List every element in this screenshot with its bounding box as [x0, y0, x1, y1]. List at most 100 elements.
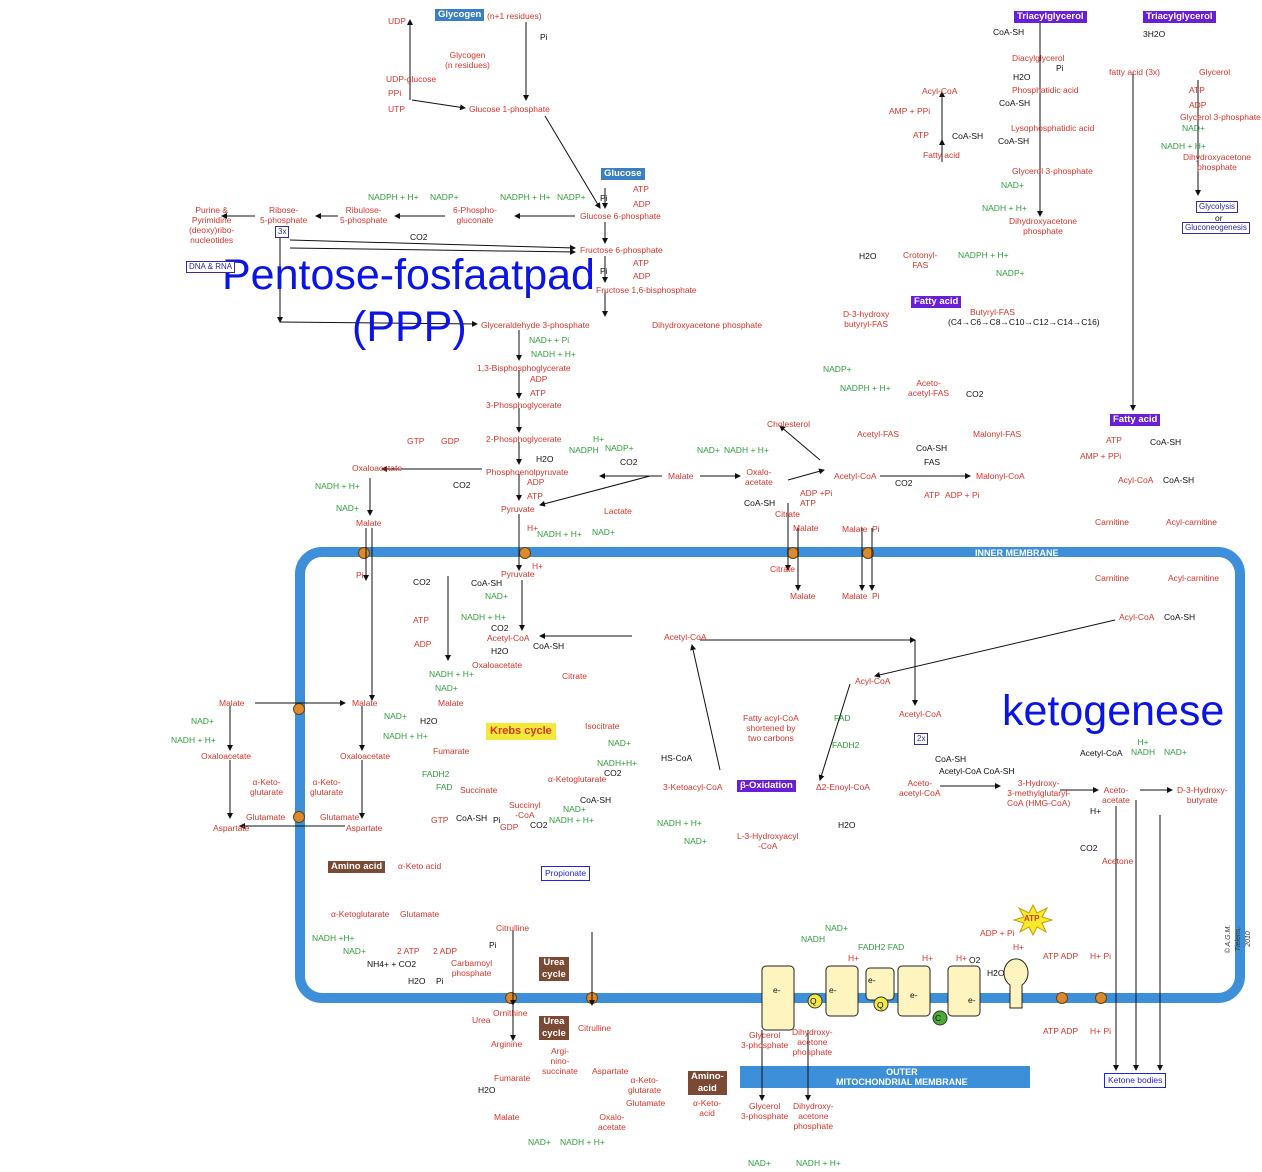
lipolysis-adp-label: ADP — [1189, 100, 1207, 110]
beta-ox-box-box: β-Oxidation — [737, 780, 796, 792]
urea-pi2-label: Pi — [489, 940, 497, 950]
ppp-purine-label: Purine & Pyrimidine (deoxy)ribo- nucleot… — [189, 205, 235, 245]
glycolysis-pg3-label: 3-Phosphoglycerate — [486, 400, 562, 410]
beta-ox-ketoacyl-label: 3-Ketoacyl-CoA — [663, 782, 723, 792]
lipolysis-glycolysis-box: Glycolysis — [1196, 201, 1239, 213]
cytosol-coash-label: CoA-SH — [744, 498, 776, 508]
lipolysis-or-label: or — [1215, 213, 1223, 223]
ketone-nad-label: NAD+ — [1164, 747, 1187, 757]
lipolysis-nadh-label: NADH + H+ — [1161, 141, 1206, 151]
shuttle-asp-l-label: Aspartate — [213, 823, 250, 833]
carnitine-acyl-coa-label: Acyl-CoA — [1118, 475, 1154, 485]
krebs-nadh-label: NADH + H+ — [461, 612, 506, 622]
urea-nadh-label: NADH +H+ — [312, 933, 355, 943]
tag-dhap-label: Dihydroxyacetone phosphate — [1009, 216, 1078, 236]
glycogen-ppi-label: PPi — [388, 88, 402, 98]
fas-nadph-label: NADPH + H+ — [958, 250, 1009, 260]
ppp-dna-box: DNA & RNA — [186, 261, 236, 273]
urea-malate-label: Malate — [494, 1112, 520, 1122]
reaction-arrow — [544, 115, 601, 209]
cytosol-malate-label: Malate — [668, 471, 694, 481]
etc-e5-label: e- — [968, 995, 976, 1005]
tag-pa-label: Phosphatidic acid — [1012, 85, 1079, 95]
urea-cycle-box1-box: Urea cycle — [539, 957, 569, 981]
glycolysis-bpg-label: 1,3-Bisphosphoglycerate — [477, 363, 571, 373]
urea-cycle-box2-box: Urea cycle — [539, 1016, 569, 1040]
ppp-pi1-label: Pi — [600, 193, 608, 203]
urea-nad-label: NAD+ — [343, 946, 366, 956]
tag-pi-label: Pi — [1056, 63, 1064, 73]
lipolysis-gluconeogenesis-box: Gluconeogenesis — [1182, 222, 1250, 234]
krebs-coash4-label: CoA-SH — [456, 813, 488, 823]
beta-ox-hydroxyacyl-label: L-3-Hydroxyacyl -CoA — [737, 831, 799, 851]
beta-ox-fad-label: FAD — [834, 713, 851, 723]
shuttle-oaa-r-label: Oxaloacetate — [340, 751, 391, 761]
reaction-arrow — [411, 99, 466, 111]
krebs-acetyl-coa-label: Acetyl-CoA — [487, 633, 530, 643]
glycogen-utp-label: UTP — [388, 104, 405, 114]
fas-nadph2-label: NADPH + H+ — [840, 383, 891, 393]
krebs-box-box: Krebs cycle — [486, 723, 556, 740]
ketone-hydroxybutyrate-label: D-3-Hydroxy- butyrate — [1177, 785, 1228, 805]
overlay-keto-title-label: ketogenese — [1002, 687, 1225, 735]
transporter — [505, 992, 517, 1004]
cytosol-oaa-label: Oxalo- acetate — [745, 467, 773, 487]
etc-h2o-label: H2O — [987, 968, 1005, 978]
tag-dag-label: Diacylglycerol — [1012, 53, 1065, 63]
etc-atp-adp-bot-label: ATP ADP — [1043, 1026, 1079, 1036]
etc-g3p2-label: Glycerol 3-phosphate — [741, 1101, 789, 1121]
carnitine-fa-box-box: Fatty acid — [1110, 414, 1161, 426]
ppp-f6p-label: Fructose 6-phosphate — [580, 245, 663, 255]
cytosol-citrate-label: Citrate — [775, 509, 801, 519]
ppp-nadp2-label: NADP+ — [430, 192, 459, 202]
fas-h2o-label: H2O — [859, 251, 877, 261]
outer-membrane — [740, 1066, 1030, 1088]
krebs-gtp-label: GTP — [431, 815, 449, 825]
ketone-coash-label: CoA-SH — [935, 754, 967, 764]
beta-ox-fadh2-label: FADH2 — [832, 740, 860, 750]
cytosol-co2b-label: CO2 — [895, 478, 913, 488]
transporter — [1095, 992, 1107, 1004]
reaction-arrow — [690, 644, 721, 771]
urea-pi-label: Pi — [436, 976, 444, 986]
etc-h2-label: H+ — [922, 953, 934, 963]
tag-atp-label: ATP — [913, 130, 929, 140]
krebs-atp-label: ATP — [413, 615, 429, 625]
krebs-pyruvate-label: Pyruvate — [501, 569, 535, 579]
glycolysis-pg2-label: 2-Phosphoglycerate — [486, 434, 562, 444]
etc-q2-label: Q — [877, 1000, 884, 1010]
urea-carbamoyl-label: Carbamoyl phosphate — [451, 958, 493, 978]
urea-akg2-label: α-Keto- glutarate — [628, 1075, 662, 1095]
glycogen-udp-glucose-label: UDP-glucose — [386, 74, 437, 84]
krebs-coash-label: CoA-SH — [471, 578, 503, 588]
tag-coash2-label: CoA-SH — [999, 98, 1031, 108]
beta-ox-acyl-coa-label: Acyl-CoA — [855, 676, 891, 686]
glycogen-n1-label: (n+1 residues) — [487, 11, 542, 21]
shuttle-glu-l-label: Glutamate — [246, 812, 286, 822]
krebs-co2b-label: CO2 — [491, 623, 509, 633]
urea-urea-label: Urea — [472, 1015, 491, 1025]
beta-ox-enoyl-label: Δ2-Enoyl-CoA — [816, 782, 870, 792]
urea-glu2-label: Glutamate — [626, 1098, 666, 1108]
krebs-adp-label: ADP — [414, 639, 432, 649]
glycolysis-adp2-label: ADP — [527, 477, 545, 487]
cytosol-h-label: H+ — [593, 434, 605, 444]
cytosol-atp-label: ATP — [800, 498, 816, 508]
krebs-gdp-label: GDP — [500, 822, 519, 832]
lipolysis-glycerol-label: Glycerol — [1199, 67, 1231, 77]
glycolysis-malate-label: Malate — [356, 518, 382, 528]
fas-butyryl-label: Butyryl-FAS — [970, 307, 1015, 317]
glycolysis-h2o-label: H2O — [536, 454, 554, 464]
urea-h2o2-label: H2O — [478, 1085, 496, 1095]
carnitine-carnitine2-label: Carnitine — [1095, 573, 1130, 583]
fas-nadp-label: NADP+ — [996, 268, 1025, 278]
beta-ox-fatty-acyl-label: Fatty acyl-CoA shortened by two carbons — [743, 713, 799, 743]
ppp-nadph1-label: NADPH + H+ — [500, 192, 551, 202]
etc-dhap-label: Dihydroxy- acetone phosphate — [792, 1027, 833, 1057]
urea-h2o-label: H2O — [408, 976, 426, 986]
ppp-g6p-label: Glucose 6-phosphate — [580, 211, 661, 221]
atp-synthase — [1003, 958, 1029, 1009]
ketone-acetyl-coa-label: Acetyl-CoA — [899, 709, 942, 719]
glycolysis-pi-label: Pi — [356, 570, 364, 580]
